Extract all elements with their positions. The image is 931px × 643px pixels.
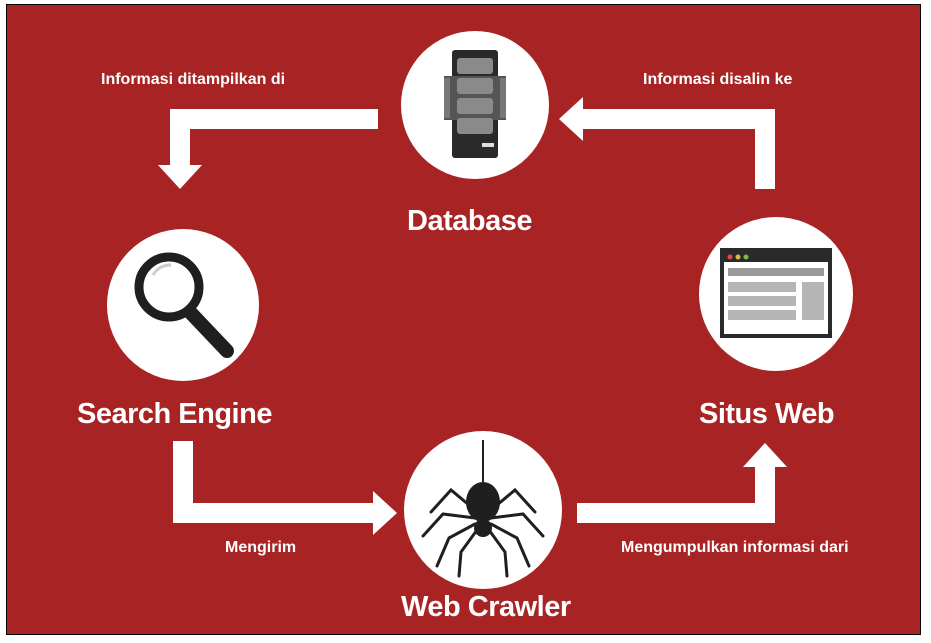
- edge-label-database-to-search: Informasi ditampilkan di: [101, 71, 286, 88]
- server-icon: [444, 50, 506, 158]
- edge-label-crawler-to-situs: Mengumpulkan informasi dari: [621, 539, 849, 556]
- arrow-crawler-to-situs: [577, 443, 787, 523]
- situs-web-label: Situs Web: [699, 398, 835, 430]
- edge-label-situs-to-database: Informasi disalin ke: [643, 71, 793, 88]
- browser-window-icon: [720, 248, 832, 338]
- web-crawler-label: Web Crawler: [401, 591, 571, 623]
- situs-web-node-circle: [699, 217, 853, 371]
- magnifier-icon: [134, 252, 234, 358]
- database-node-circle: [401, 31, 549, 179]
- arrow-search-to-crawler: [173, 441, 397, 535]
- spider-icon: [421, 440, 545, 578]
- database-label: Database: [407, 205, 532, 237]
- search-engine-label: Search Engine: [77, 398, 272, 430]
- search-engine-node-circle: [107, 229, 259, 381]
- arrow-database-to-search: [158, 109, 378, 189]
- arrow-situs-to-database: [559, 97, 775, 189]
- diagram-canvas: Database Search Engine Situs Web: [6, 4, 921, 635]
- flow-arrows: [158, 97, 787, 535]
- edge-label-search-to-crawler: Mengirim: [225, 539, 297, 556]
- web-crawler-node-circle: [404, 431, 562, 589]
